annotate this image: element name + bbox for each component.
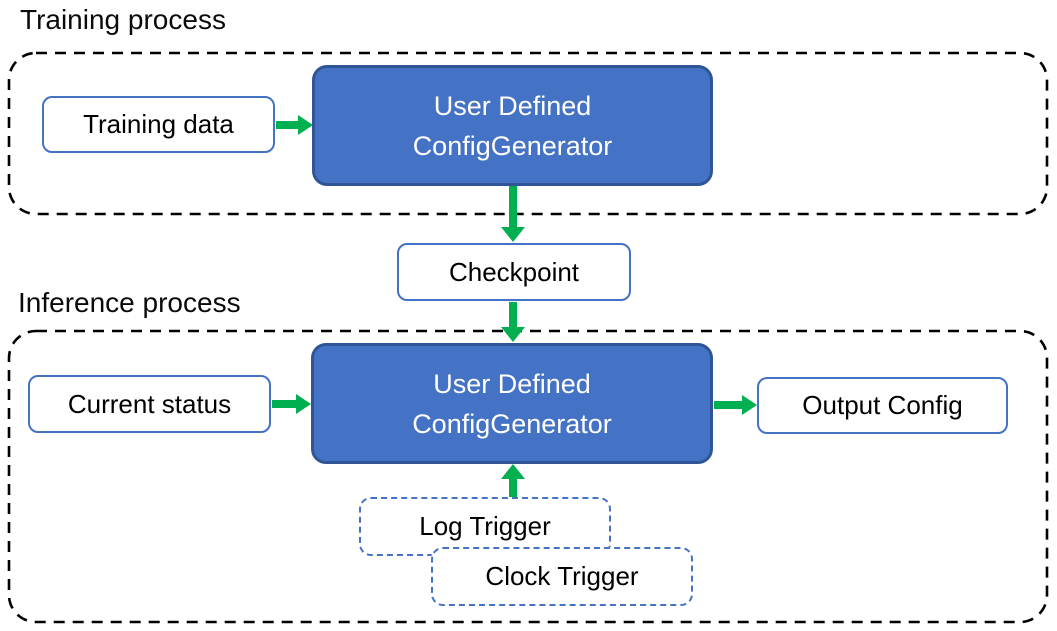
- arrow-generator-to-output-icon: [714, 395, 757, 415]
- inference-generator-line1: User Defined: [433, 368, 591, 399]
- training-generator-line2: ConfigGenerator: [412, 130, 613, 161]
- inference-config-generator-box: User Defined ConfigGenerator: [311, 343, 713, 464]
- current-status-box: Current status: [28, 375, 271, 433]
- arrow-checkpoint-to-generator-icon: [501, 302, 525, 342]
- training-process-label: Training process: [20, 4, 226, 35]
- checkpoint-box: Checkpoint: [397, 243, 631, 301]
- arrow-training-data-to-generator-icon: [276, 115, 313, 135]
- inference-process-container: [7, 329, 1049, 624]
- training-generator-line1: User Defined: [433, 90, 592, 121]
- inference-generator-line2: ConfigGenerator: [412, 408, 612, 439]
- arrow-trigger-to-generator-icon: [501, 464, 525, 498]
- training-config-generator-box: User Defined ConfigGenerator: [312, 65, 713, 186]
- arrow-generator-to-checkpoint-icon: [501, 186, 525, 242]
- output-config-box: Output Config: [757, 377, 1008, 434]
- inference-process-label: Inference process: [18, 287, 241, 318]
- training-data-box: Training data: [42, 96, 275, 153]
- clock-trigger-box: Clock Trigger: [431, 547, 693, 606]
- arrow-current-status-to-generator-icon: [272, 394, 311, 414]
